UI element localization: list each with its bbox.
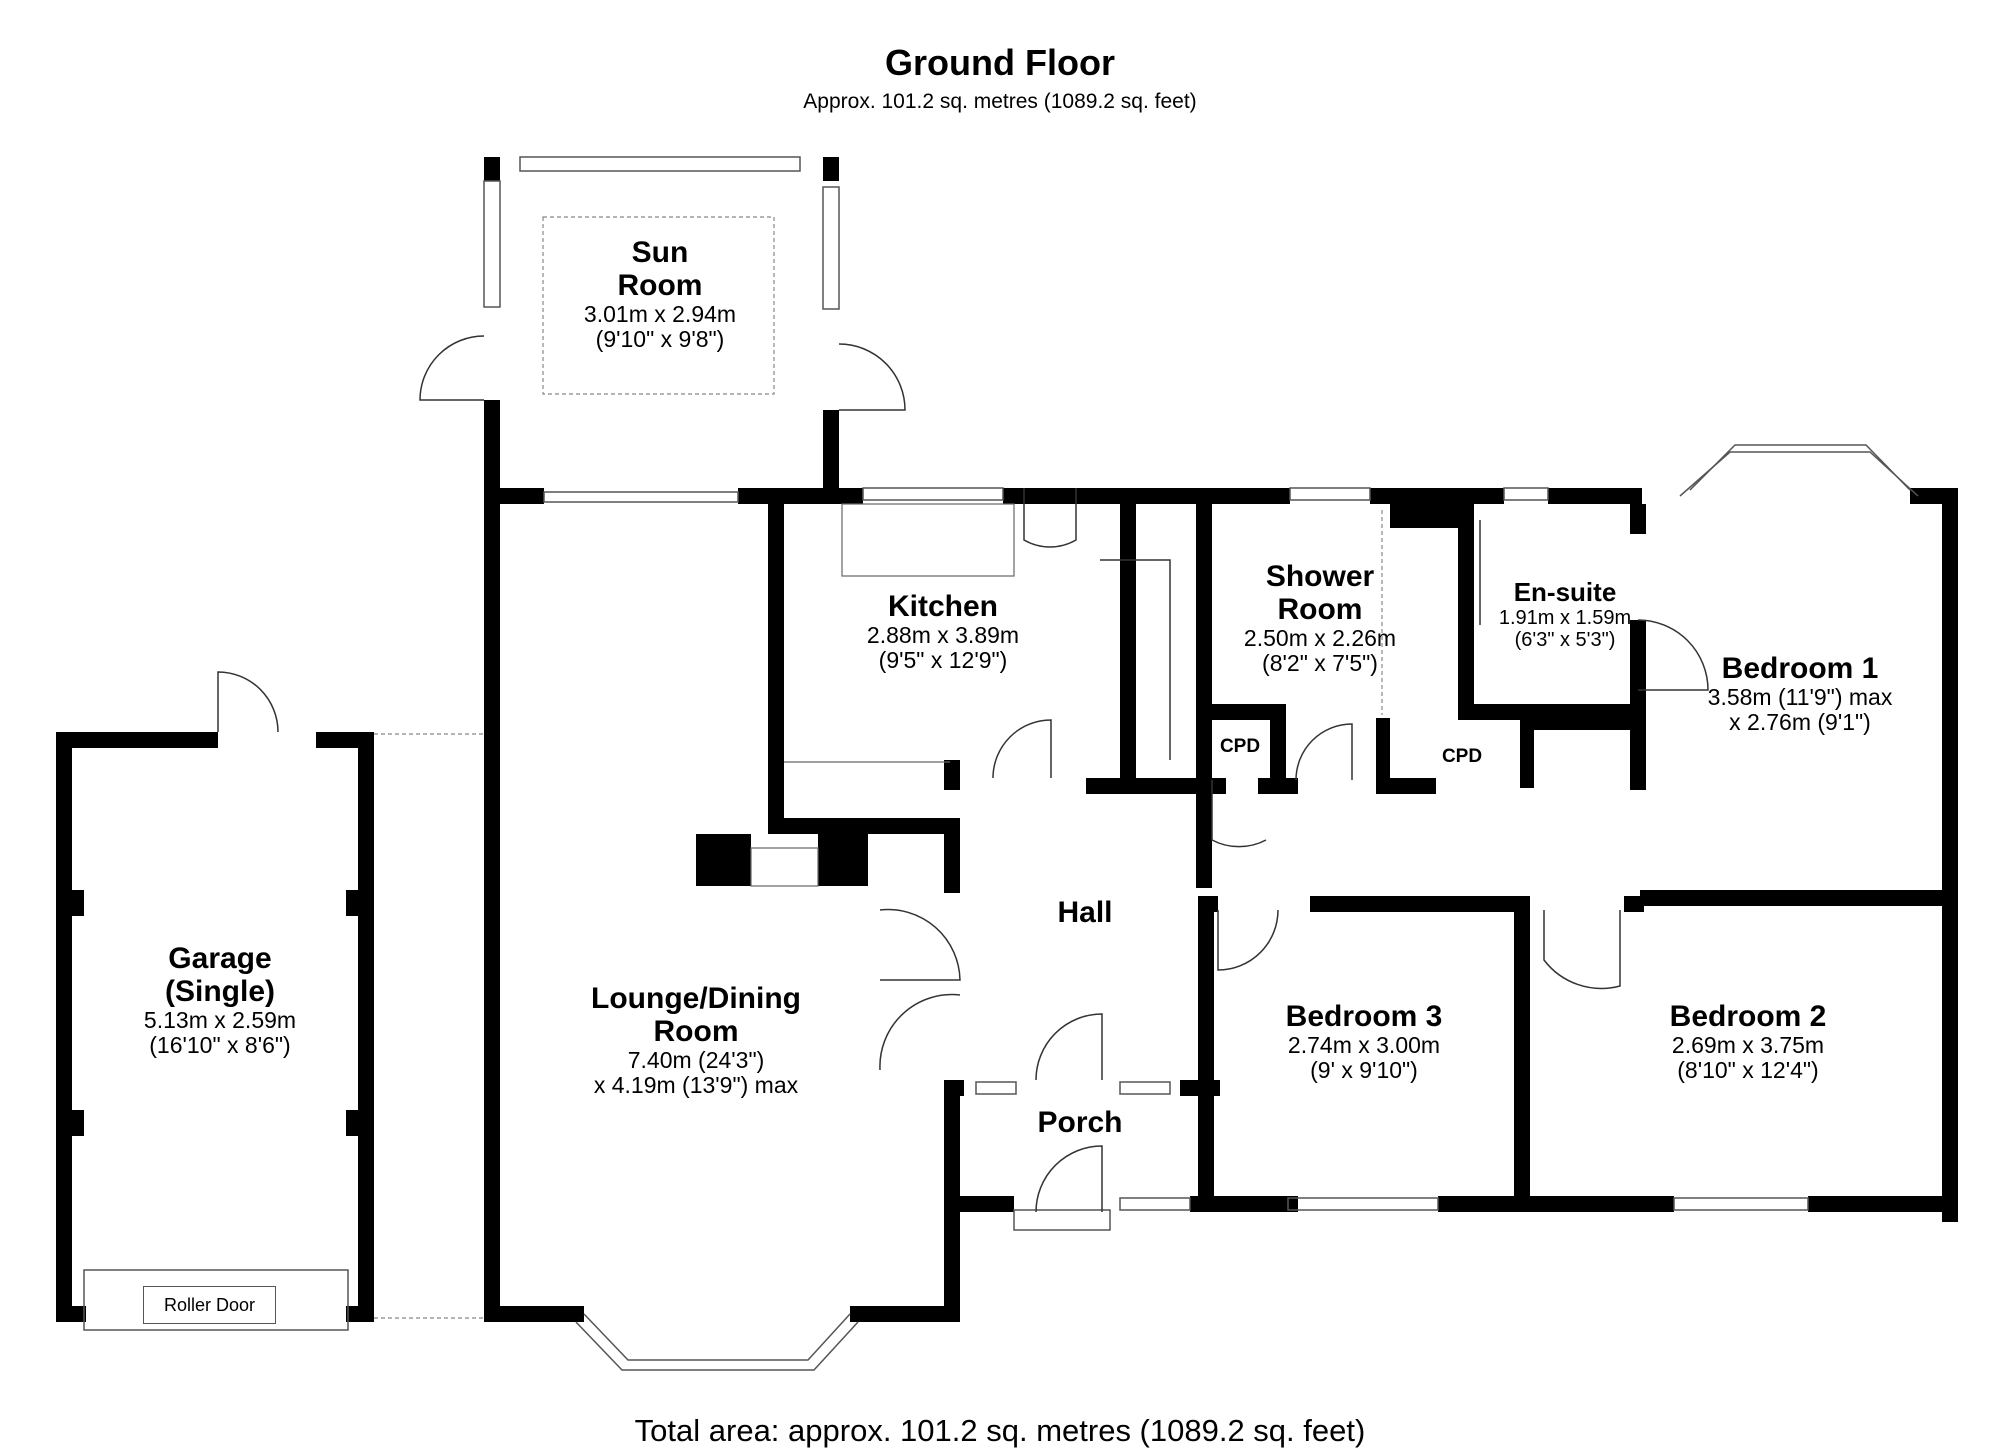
dashed-lines bbox=[374, 216, 1383, 1319]
shower-room-name-2: Room bbox=[1277, 593, 1363, 626]
garage-name-2: (Single) bbox=[164, 975, 275, 1008]
garage-dim-2: (16'10" x 8'6") bbox=[149, 1032, 291, 1059]
lounge-label: Lounge/Dining Room 7.40m (24'3") x 4.19m… bbox=[591, 982, 801, 1099]
lounge-name-2: Room bbox=[653, 1015, 739, 1048]
porch-label: Porch bbox=[1037, 1106, 1122, 1139]
en-suite-label: En-suite 1.91m x 1.59m (6'3" x 5'3") bbox=[1499, 578, 1631, 651]
bedroom-3-name: Bedroom 3 bbox=[1285, 1000, 1443, 1033]
bedroom-1-label: Bedroom 1 3.58m (11'9") max x 2.76m (9'1… bbox=[1708, 652, 1893, 736]
bedroom-2-name: Bedroom 2 bbox=[1669, 1000, 1827, 1033]
garage-dim-1: 5.13m x 2.59m bbox=[143, 1007, 297, 1033]
cupboard-1-label: CPD bbox=[1219, 736, 1261, 757]
floor-area-subtitle: Approx. 101.2 sq. metres (1089.2 sq. fee… bbox=[803, 90, 1197, 113]
lounge-dim-2: x 4.19m (13'9") max bbox=[593, 1072, 799, 1099]
hall-name: Hall bbox=[1057, 896, 1113, 929]
bedroom-3-dim-1: 2.74m x 3.00m bbox=[1287, 1032, 1441, 1058]
sun-room-name-1: Sun bbox=[631, 236, 689, 269]
en-suite-dim-1: 1.91m x 1.59m bbox=[1498, 606, 1632, 629]
shower-room-label: Shower Room 2.50m x 2.26m (8'2" x 7'5") bbox=[1244, 560, 1396, 677]
shower-room-dim-2: (8'2" x 7'5") bbox=[1262, 650, 1378, 677]
walls bbox=[56, 157, 1958, 1322]
lounge-name-1: Lounge/Dining bbox=[591, 982, 801, 1015]
porch-name: Porch bbox=[1037, 1106, 1123, 1139]
bedroom-2-label: Bedroom 2 2.69m x 3.75m (8'10" x 12'4") bbox=[1670, 1000, 1827, 1084]
kitchen-label: Kitchen 2.88m x 3.89m (9'5" x 12'9") bbox=[867, 590, 1019, 674]
floor-title: Ground Floor bbox=[885, 42, 1115, 83]
roller-door-label: Roller Door bbox=[143, 1286, 276, 1324]
bedroom-1-dim-2: x 2.76m (9'1") bbox=[1729, 709, 1871, 736]
kitchen-dim-2: (9'5" x 12'9") bbox=[878, 647, 1008, 674]
doors bbox=[217, 335, 1709, 1213]
cupboard-2-label: CPD bbox=[1441, 746, 1483, 767]
bedroom-3-label: Bedroom 3 2.74m x 3.00m (9' x 9'10") bbox=[1286, 1000, 1443, 1084]
bedroom-2-dim-2: (8'10" x 12'4") bbox=[1677, 1057, 1819, 1084]
kitchen-name: Kitchen bbox=[887, 590, 999, 623]
bedroom-3-dim-2: (9' x 9'10") bbox=[1310, 1057, 1418, 1084]
shower-room-dim-1: 2.50m x 2.26m bbox=[1243, 625, 1397, 651]
fittings bbox=[750, 503, 1015, 887]
hall-label: Hall bbox=[1057, 896, 1112, 929]
sun-room-dim-1: 3.01m x 2.94m bbox=[583, 301, 737, 327]
garage-name-1: Garage bbox=[168, 942, 272, 975]
total-area-footer: Total area: approx. 101.2 sq. metres (10… bbox=[634, 1413, 1366, 1448]
sun-room-dim-2: (9'10" x 9'8") bbox=[595, 326, 725, 353]
bedroom-1-name: Bedroom 1 bbox=[1721, 652, 1879, 685]
kitchen-dim-1: 2.88m x 3.89m bbox=[866, 622, 1020, 648]
en-suite-dim-2: (6'3" x 5'3") bbox=[1514, 628, 1616, 651]
bedroom-1-dim-1: 3.58m (11'9") max bbox=[1707, 684, 1893, 710]
lounge-dim-1: 7.40m (24'3") bbox=[627, 1047, 765, 1073]
garage-label: Garage (Single) 5.13m x 2.59m (16'10" x … bbox=[144, 942, 296, 1059]
windows bbox=[83, 156, 1919, 1371]
bedroom-2-dim-1: 2.69m x 3.75m bbox=[1671, 1032, 1825, 1058]
sun-room-label: Sun Room 3.01m x 2.94m (9'10" x 9'8") bbox=[584, 236, 736, 353]
en-suite-name: En-suite bbox=[1513, 577, 1617, 607]
shower-room-name-1: Shower bbox=[1265, 560, 1375, 593]
sun-room-name-2: Room bbox=[617, 269, 703, 302]
